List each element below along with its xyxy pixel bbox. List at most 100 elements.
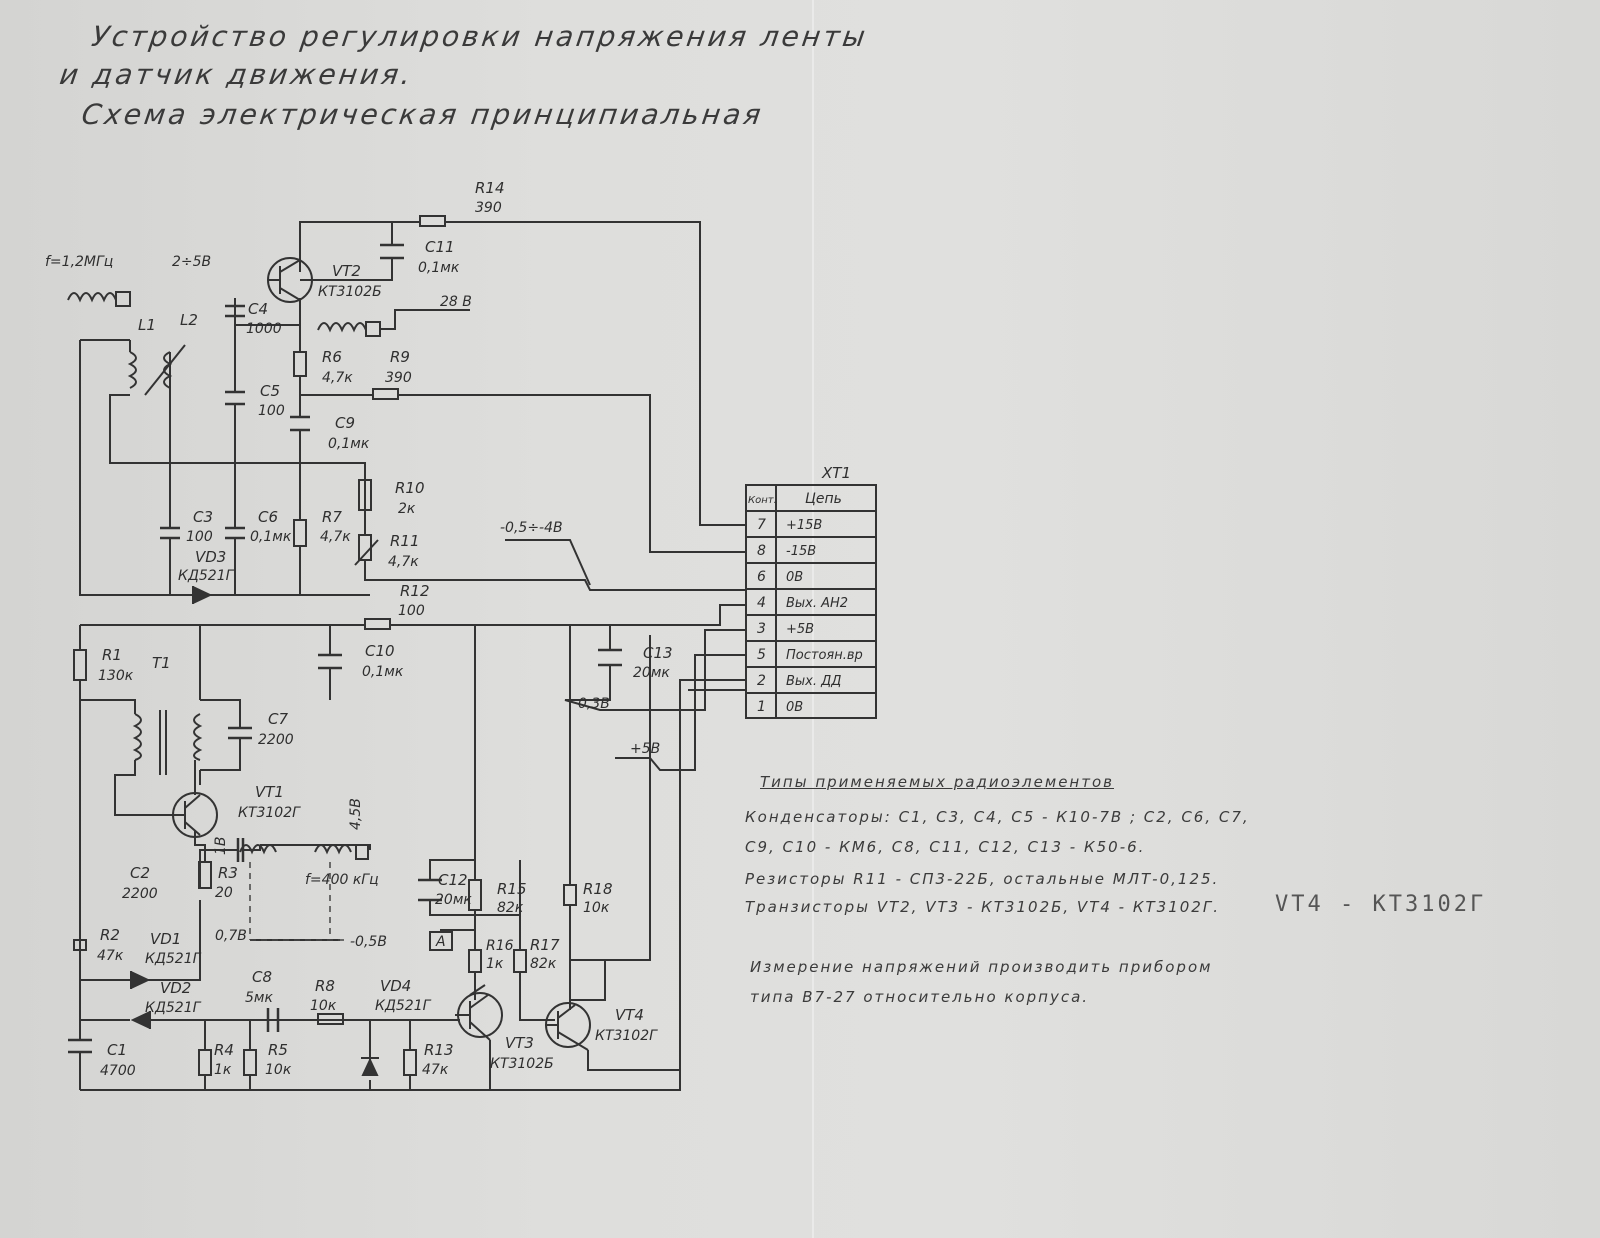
R17-body: [513, 949, 527, 973]
xt1-header-circuit: Цепь: [805, 491, 842, 507]
R10-value: 2к: [398, 501, 416, 517]
VD4-symbol: [361, 1057, 379, 1076]
C7-value: 2200: [258, 732, 294, 748]
R11-value: 4,7к: [388, 554, 419, 570]
C4-value: 1000: [246, 321, 282, 337]
xt1-circuit-3: +5В: [786, 622, 814, 637]
C10-plates: [318, 653, 342, 670]
v03-label: 0,3В: [578, 696, 610, 712]
C6-value: 0,1мк: [250, 529, 292, 545]
diodes: [130, 586, 379, 1076]
capacitors: [68, 243, 622, 1054]
R2-body: [73, 939, 87, 951]
VD4-value: КД521Г: [375, 998, 432, 1014]
R7-body: [293, 519, 307, 547]
xt1-circuit-7: +15В: [786, 518, 822, 533]
v45-label: 4,5В: [348, 798, 364, 830]
xt1-header-pin: Конт.: [748, 495, 777, 506]
C9-value: 0,1мк: [328, 436, 370, 452]
xt1-circuit-1: 0В: [786, 700, 803, 715]
C2-plates: [236, 838, 245, 862]
xt1-pin-6: 6: [757, 569, 766, 585]
resistors: [73, 215, 577, 1076]
R16-name: R16: [486, 938, 514, 954]
output-coil-icon: [317, 322, 367, 333]
R4-body: [198, 1049, 212, 1076]
vrange-label: -0,5÷-4В: [500, 520, 563, 536]
VD1-symbol: [130, 971, 151, 989]
C7-plates: [228, 726, 252, 740]
R8-value: 10к: [310, 998, 337, 1014]
xt1-pin-8: 8: [757, 543, 766, 559]
notes-measure-2: типа В7-27 относительно корпуса.: [750, 988, 1090, 1006]
C11-value: 0,1мк: [418, 260, 460, 276]
R8-name: R8: [315, 977, 335, 995]
R16-value: 1к: [486, 956, 504, 972]
C13-name: C13: [643, 644, 673, 662]
VT3-name: VT3: [505, 1034, 534, 1052]
R13-value: 47к: [422, 1062, 449, 1078]
R14-value: 390: [475, 200, 502, 216]
R9-name: R9: [390, 348, 410, 366]
C2-name: C2: [130, 864, 150, 882]
T1-secondary: [193, 713, 203, 761]
input-coil-icon: [67, 292, 117, 303]
R5-name: R5: [268, 1041, 288, 1059]
R11-body: [358, 534, 372, 561]
R18-body: [563, 884, 577, 906]
R10-body: [358, 479, 372, 511]
C10-name: C10: [365, 642, 395, 660]
R16-body: [468, 949, 482, 973]
notes-handwritten: VТ4 - КТ3102Г: [1275, 892, 1487, 917]
C8-value: 5мк: [245, 990, 273, 1006]
R5-body: [243, 1049, 257, 1076]
VT1-value: КТ3102Г: [238, 805, 301, 821]
notes-heading: Типы применяемых радиоэлементов: [760, 773, 1114, 791]
L1-coil: [127, 351, 137, 389]
xt1-circuit-5: Постоян.вр: [786, 648, 863, 663]
R12-value: 100: [398, 603, 425, 619]
L3-coil: [239, 844, 277, 855]
T1-name: T1: [152, 654, 171, 672]
R9-value: 390: [385, 370, 412, 386]
C4-plates: [225, 304, 245, 318]
notes-measure-1: Измерение напряжений производить приборо…: [750, 958, 1213, 976]
C8-plates: [266, 1008, 280, 1032]
xt1-pin-4: 4: [757, 595, 766, 611]
wires: [79, 221, 746, 1091]
R12-name: R12: [400, 582, 430, 600]
coils: [67, 291, 470, 951]
component-labels: R14 390 C11 0,1мк VT2 КТ3102Б f=1,2МГц 2…: [45, 179, 673, 1079]
xt1-name: XT1: [821, 464, 851, 482]
C5-plates: [225, 390, 245, 406]
R9-body: [372, 388, 399, 400]
C8-name: C8: [252, 968, 272, 986]
v25-label: 2÷5В: [172, 254, 211, 270]
C5-value: 100: [258, 403, 285, 419]
C5-name: C5: [260, 382, 280, 400]
test-point-A-label: А: [435, 934, 446, 950]
vm05-label: -0,5В: [350, 934, 387, 950]
C1-value: 4700: [100, 1063, 136, 1079]
xt1-circuit-8: -15В: [786, 544, 816, 559]
C12-value: 20мк: [435, 892, 472, 908]
T1-primary: [132, 713, 142, 761]
VD3-symbol: [192, 586, 213, 604]
test-point-A: [429, 931, 453, 951]
xt1-table-grid: [745, 484, 877, 719]
C4-name: C4: [248, 300, 268, 318]
xt1-circuit-2: Вых. ДД: [786, 674, 841, 689]
R6-body: [293, 351, 307, 377]
R13-body: [403, 1049, 417, 1076]
R17-value: 82к: [530, 956, 557, 972]
VD4-name: VD4: [380, 977, 411, 995]
C13-value: 20мк: [633, 665, 670, 681]
notes-capacitors-2: С9, С10 - КМ6, С8, С11, С12, С13 - К50-6…: [745, 838, 1146, 856]
VD3-value: КД521Г: [178, 568, 235, 584]
R7-value: 4,7к: [320, 529, 351, 545]
C1-plates: [68, 1038, 92, 1054]
v28-label: 28 В: [440, 294, 472, 310]
C2-value: 2200: [122, 886, 158, 902]
